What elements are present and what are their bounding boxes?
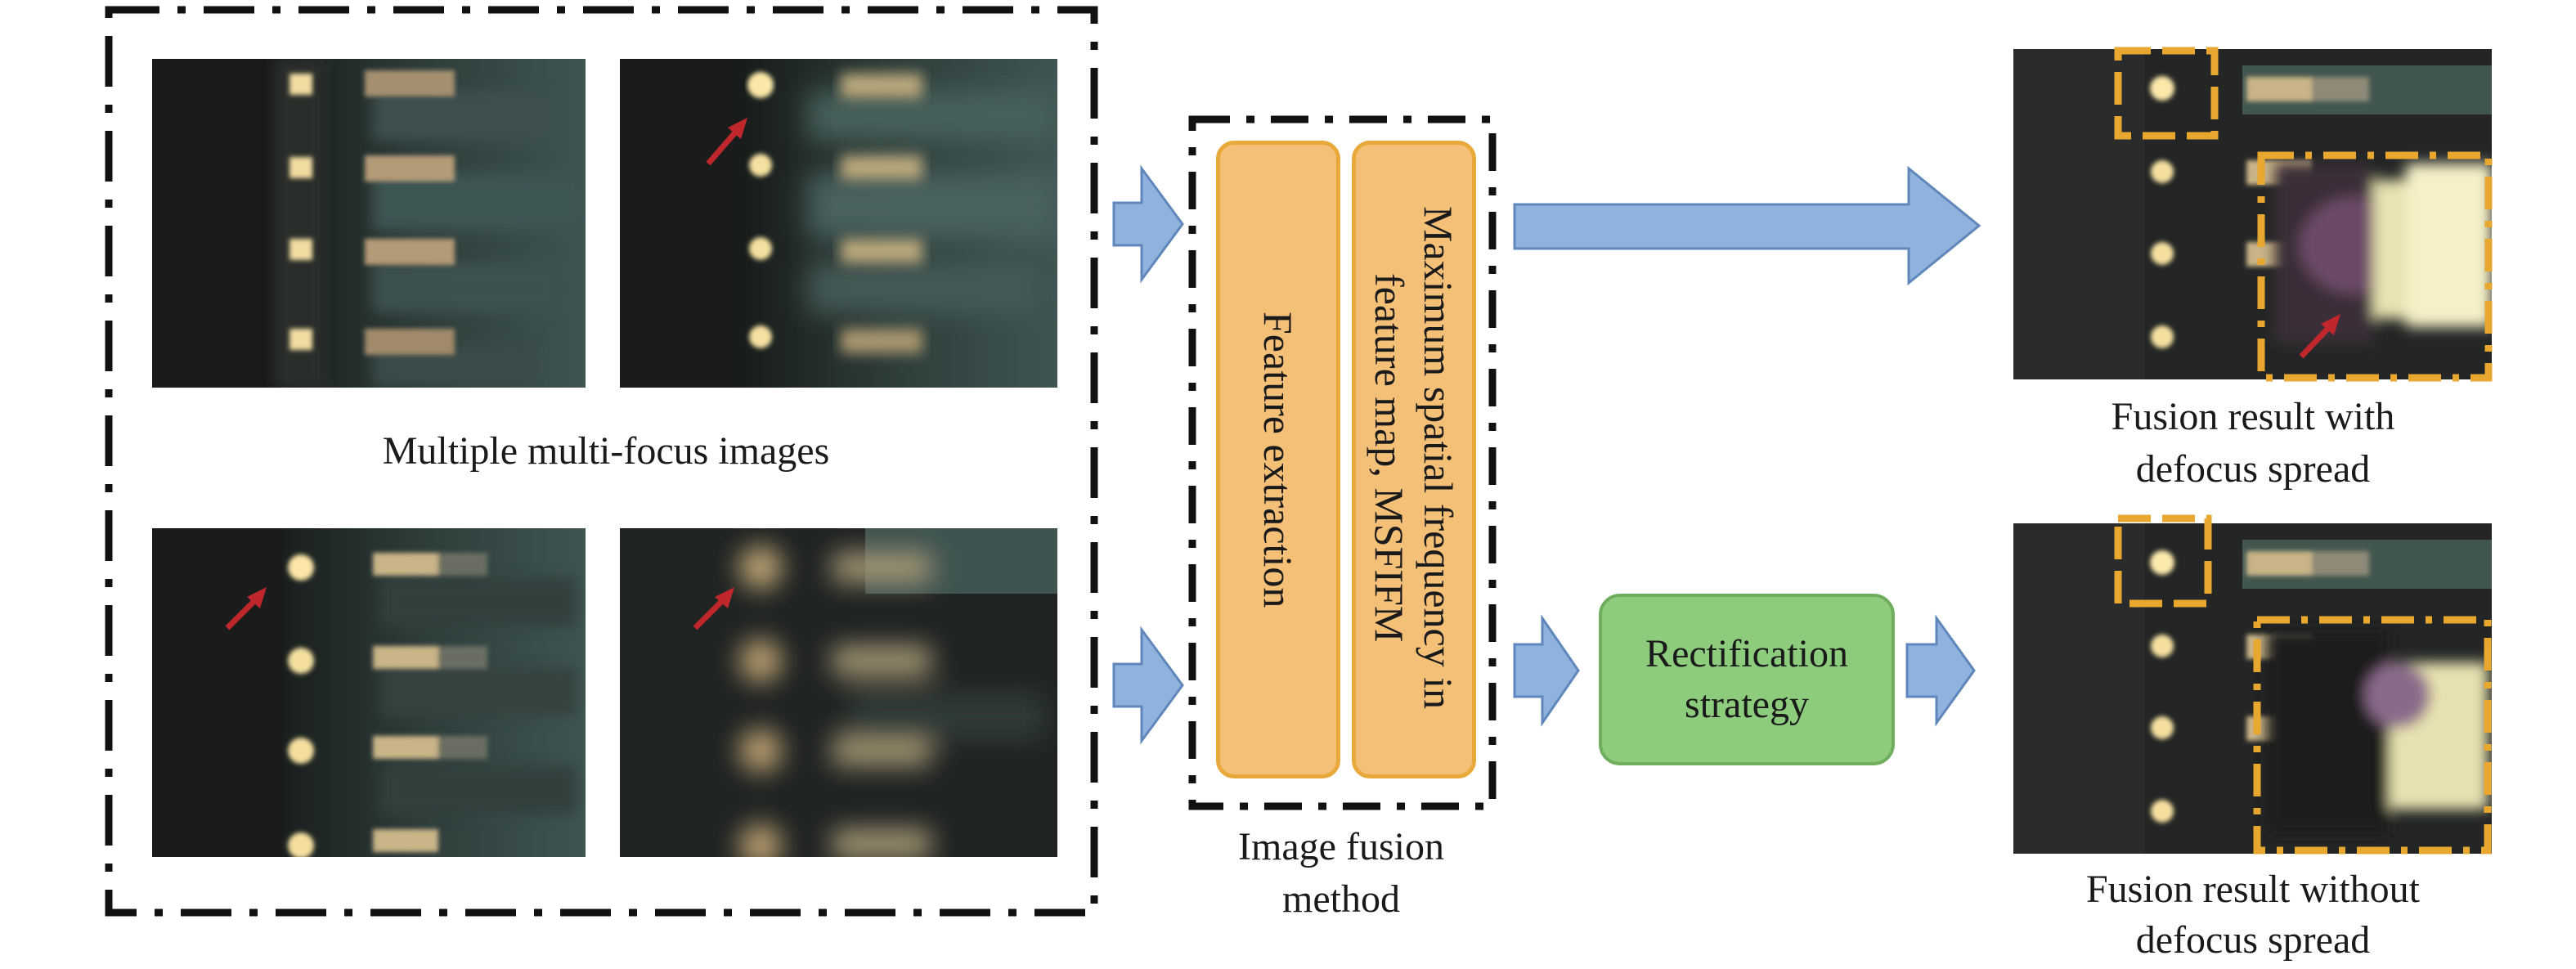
rectification-line1: Rectification xyxy=(1645,632,1848,675)
highlight-box-large-2 xyxy=(2253,616,2492,855)
fusion-result-with-spread xyxy=(2013,49,2492,379)
arrow-input-top xyxy=(1112,164,1184,284)
arrow-input-bottom xyxy=(1112,626,1184,745)
feature-extraction-block xyxy=(1216,141,1340,778)
method-label-line2: method xyxy=(1282,877,1400,921)
feature-extraction-label: Feature extraction xyxy=(1255,311,1301,608)
input-image-4 xyxy=(620,528,1057,857)
without-spread-label-line1: Fusion result without xyxy=(2085,868,2421,911)
rectification-line2: strategy xyxy=(1685,683,1809,726)
fusion-result-without-spread xyxy=(2013,523,2492,854)
arrow-to-with-spread xyxy=(1513,165,1981,286)
arrow-to-rectification xyxy=(1513,614,1580,727)
highlight-box-large xyxy=(2257,151,2493,382)
msfifm-label: Maximum spatial frequency in feature map… xyxy=(1367,206,1461,710)
input-image-2 xyxy=(620,59,1057,388)
input-image-1 xyxy=(152,59,586,388)
msfifm-block xyxy=(1352,141,1476,778)
input-image-3 xyxy=(152,528,586,857)
input-images-label: Multiple multi-focus images xyxy=(382,429,830,473)
method-frame xyxy=(1188,115,1497,810)
without-spread-label-line2: defocus spread xyxy=(2135,918,2371,962)
with-spread-label-line1: Fusion result with xyxy=(2111,395,2395,438)
arrow-to-without-spread xyxy=(1905,614,1976,727)
method-label-line1: Image fusion xyxy=(1238,825,1444,868)
with-spread-label-line2: defocus spread xyxy=(2135,447,2371,491)
rectification-strategy-box: Rectification strategy xyxy=(1599,594,1895,765)
highlight-box-small-2 xyxy=(2114,514,2212,608)
highlight-box-small xyxy=(2114,47,2219,140)
